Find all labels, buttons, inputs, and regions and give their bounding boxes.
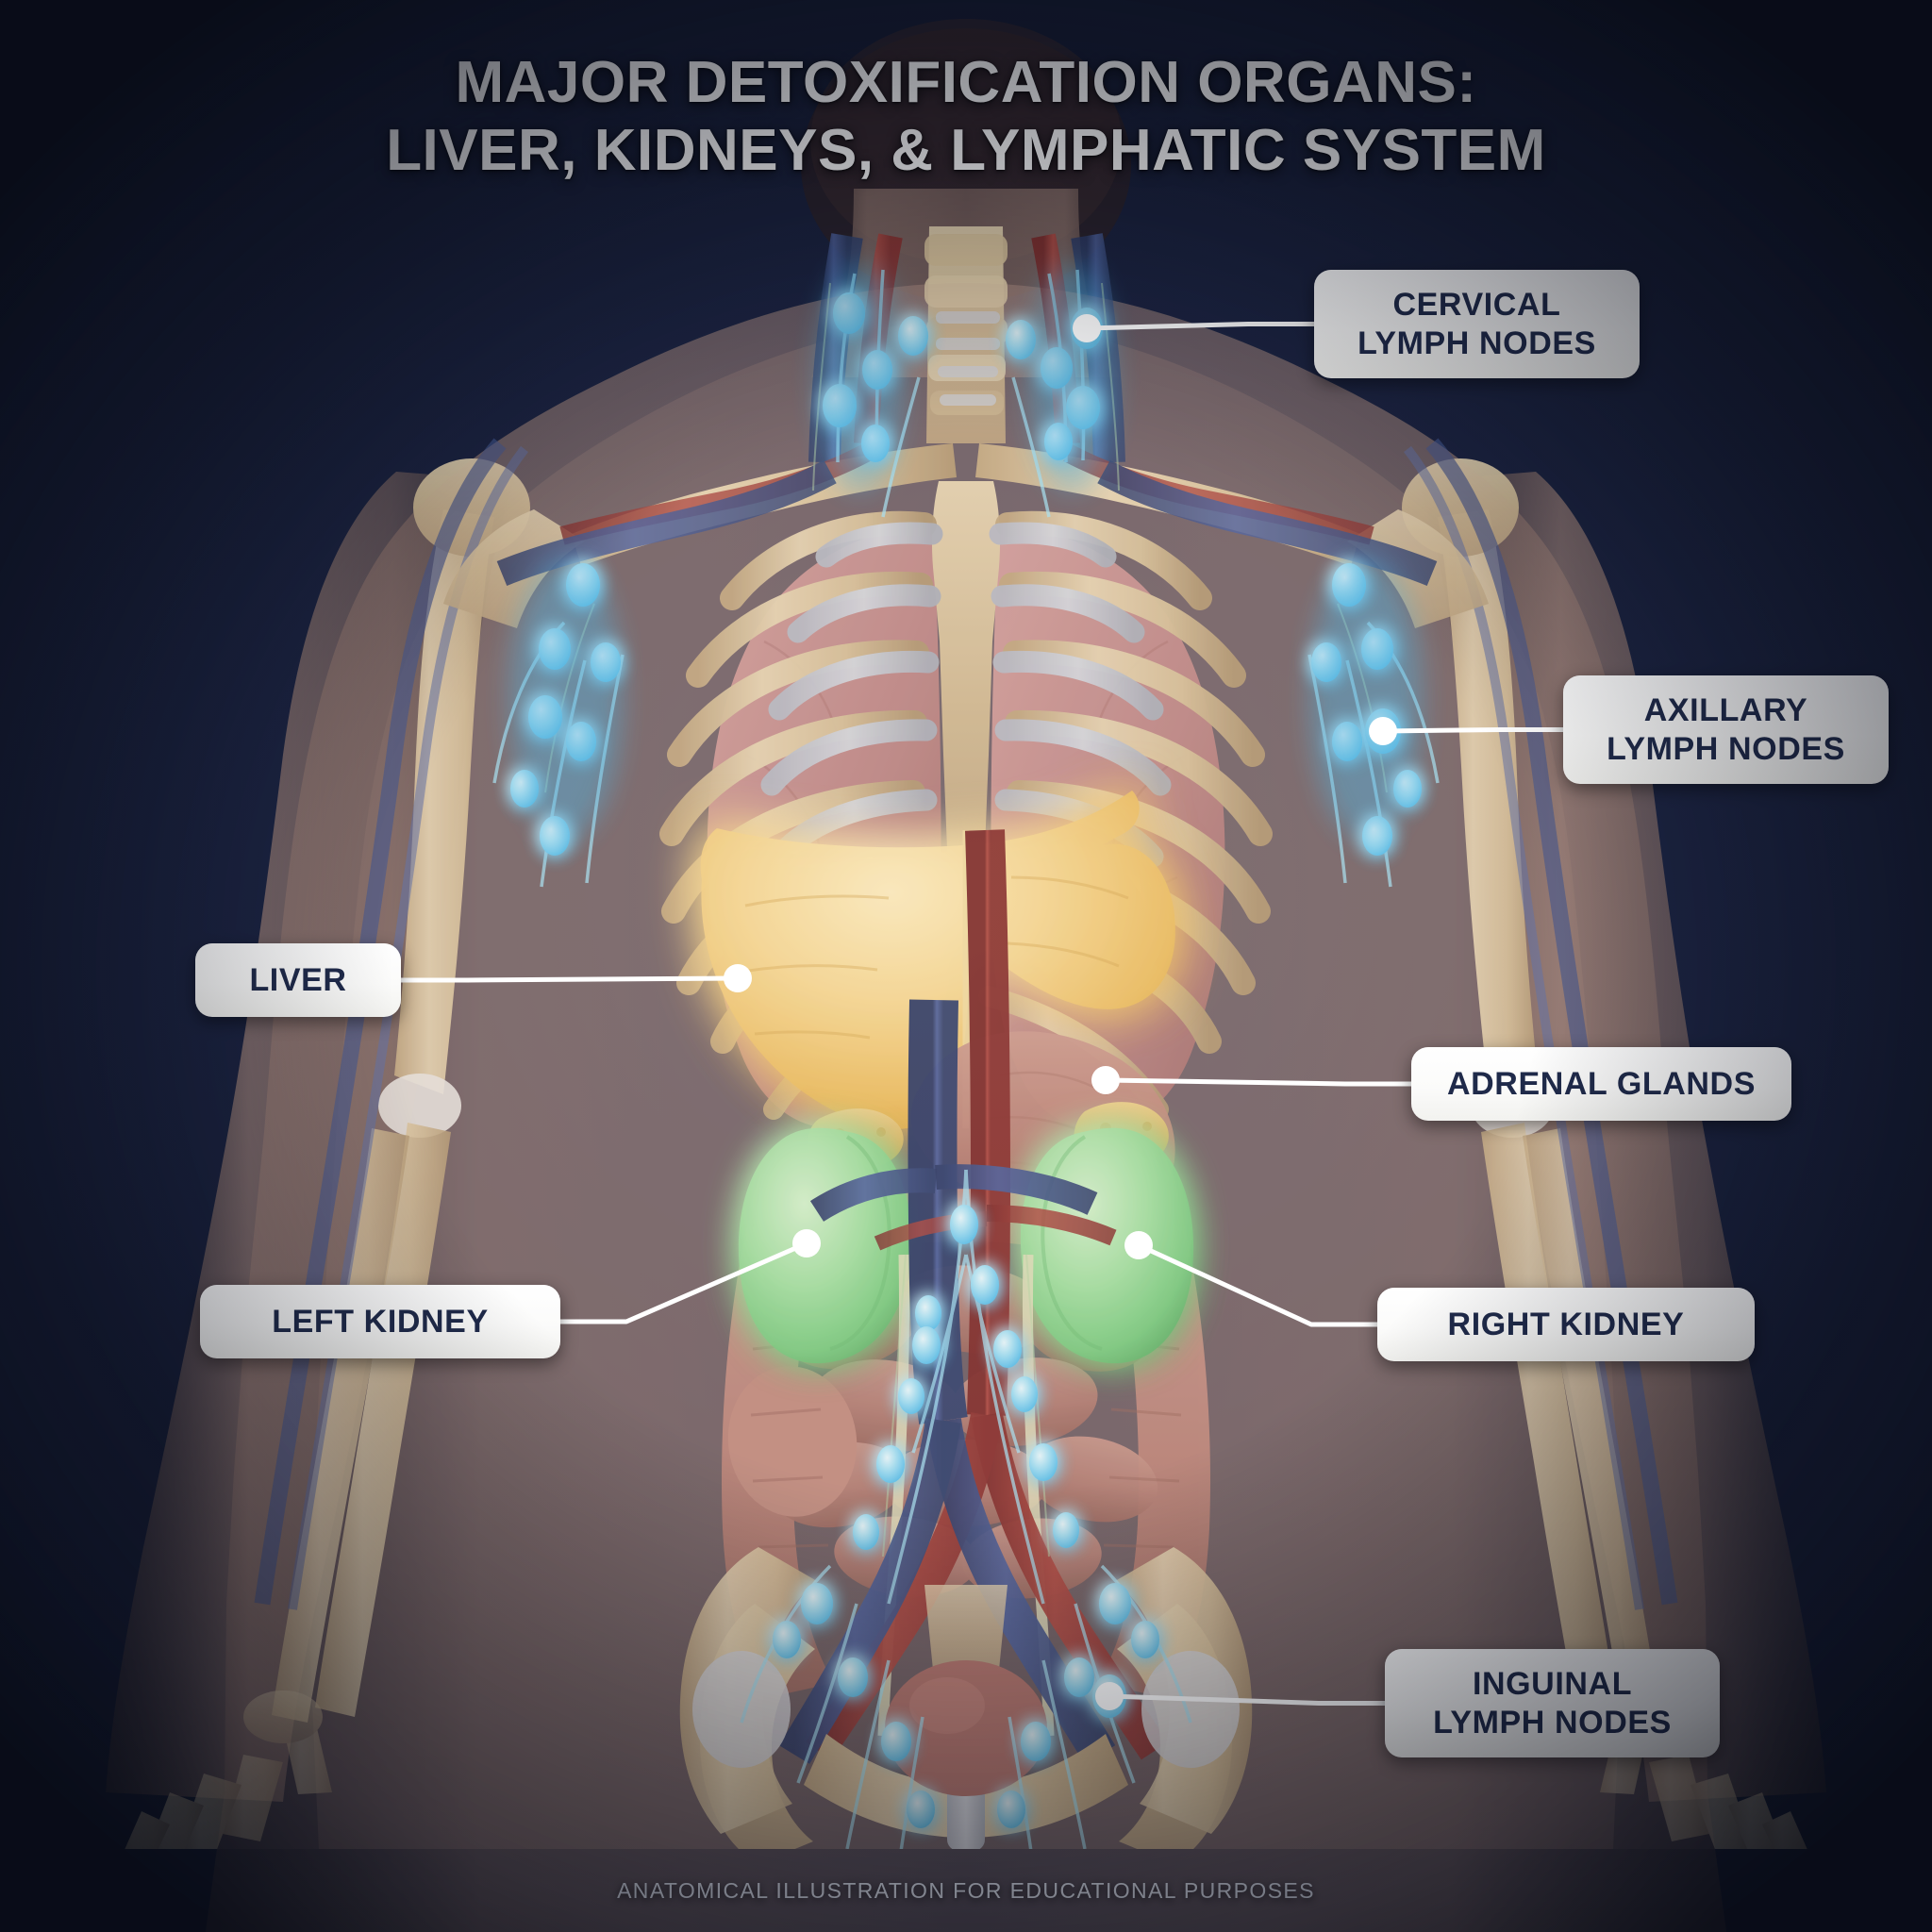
callout-inguinal-lymph-nodes-line-2: LYMPH NODES (1433, 1704, 1672, 1740)
footer-caption: ANATOMICAL ILLUSTRATION FOR EDUCATIONAL … (617, 1878, 1315, 1903)
callout-right-kidney[interactable]: RIGHT KIDNEY (1377, 1288, 1755, 1361)
callout-liver-line-1: LIVER (249, 961, 347, 998)
callout-left-kidney-line-1: LEFT KIDNEY (272, 1303, 489, 1340)
callout-adrenal-glands-line-1: ADRENAL GLANDS (1446, 1065, 1756, 1102)
callout-cervical-lymph-nodes-line-2: LYMPH NODES (1357, 325, 1596, 361)
callout-adrenal-glands[interactable]: ADRENAL GLANDS (1411, 1047, 1791, 1121)
callout-inguinal-lymph-nodes-line-1: INGUINAL (1472, 1666, 1633, 1703)
callout-axillary-lymph-nodes-line-1: AXILLARY (1643, 692, 1808, 729)
callout-liver[interactable]: LIVER (195, 943, 401, 1017)
callout-axillary-lymph-nodes-line-2: LYMPH NODES (1607, 730, 1845, 767)
callout-right-kidney-line-1: RIGHT KIDNEY (1447, 1306, 1685, 1342)
callout-left-kidney[interactable]: LEFT KIDNEY (200, 1285, 560, 1358)
callout-cervical-lymph-nodes-line-1: CERVICAL (1392, 287, 1561, 324)
